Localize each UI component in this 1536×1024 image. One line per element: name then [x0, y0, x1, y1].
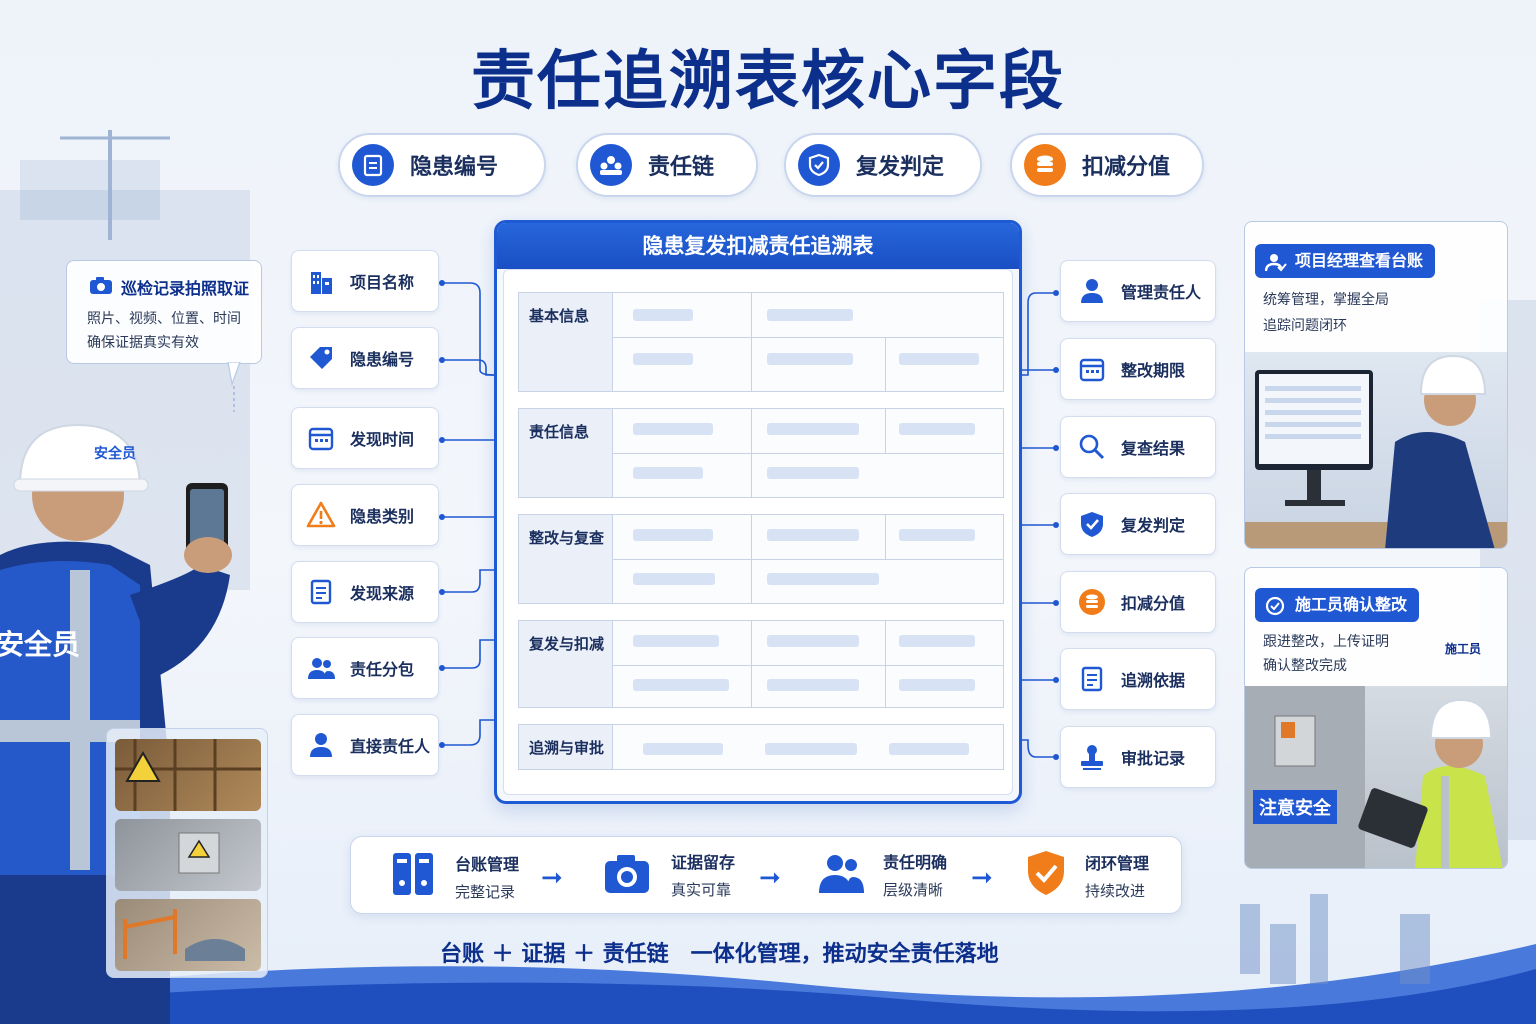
table-body: 基本信息 责任信息 整改与复查: [503, 269, 1013, 795]
evidence-photo: [115, 819, 261, 891]
pill-deduction-points: 扣减分值: [1010, 133, 1204, 197]
callout-pointer: [227, 362, 241, 412]
arrow-right-icon: ➞: [759, 863, 781, 893]
field-card-direct-responsible: 直接责任人: [291, 714, 439, 776]
workflow-bar: 台账管理完整记录 ➞ 证据留存真实可靠 ➞ 责任明确层级清晰 ➞ 闭环管理持续改…: [350, 836, 1182, 914]
evidence-photo: [115, 899, 261, 971]
check-circle-icon: [1265, 596, 1285, 620]
warning-icon: [304, 498, 338, 532]
field-card-traceability-basis: 追溯依据: [1060, 648, 1216, 710]
stamp-icon: [1075, 740, 1109, 774]
table-section-traceability-approval: 追溯与审批: [518, 724, 1004, 770]
field-card-deduction-points: 扣减分值: [1060, 571, 1216, 633]
inspection-callout: 巡检记录拍照取证 照片、视频、位置、时间 确保证据真实有效: [66, 260, 262, 364]
document-icon: [304, 575, 338, 609]
field-card-hazard-category: 隐患类别: [291, 484, 439, 546]
person-icon: [1075, 274, 1109, 308]
arrow-right-icon: ➞: [541, 863, 563, 893]
building-icon: [304, 264, 338, 298]
field-card-discovery-source: 发现来源: [291, 561, 439, 623]
pill-responsibility-chain: 责任链: [576, 133, 758, 197]
manager-tag: 项目经理查看台账: [1255, 244, 1436, 278]
constructor-photo: 施工员 注意安全: [1245, 642, 1507, 868]
field-card-project-name: 项目名称: [291, 250, 439, 312]
camera-icon: [89, 275, 113, 299]
table-section-responsibility-info: 责任信息: [518, 408, 1004, 498]
flow-step-evidence: 证据留存真实可靠: [603, 849, 735, 900]
table-section-recurrence-deduction: 复发与扣减: [518, 620, 1004, 708]
field-card-approval-record: 审批记录: [1060, 726, 1216, 788]
person-icon: [304, 728, 338, 762]
pill-hazard-number: 隐患编号: [338, 133, 546, 197]
flow-step-ledger: 台账管理完整记录: [391, 849, 519, 903]
field-card-rectification-deadline: 整改期限: [1060, 338, 1216, 400]
search-icon: [1075, 430, 1109, 464]
field-card-hazard-number: 隐患编号: [291, 327, 439, 389]
field-card-discovery-time: 发现时间: [291, 407, 439, 469]
shield-check-icon: [1075, 507, 1109, 541]
background-building: [20, 160, 160, 220]
user-check-icon: [1264, 252, 1287, 276]
binder-icon: [391, 849, 435, 903]
coin-stack-icon: [1024, 144, 1066, 186]
group-icon: [304, 651, 338, 685]
manager-panel: 项目经理查看台账 统筹管理，掌握全局 追踪问题闭环: [1244, 221, 1508, 549]
field-card-subcontractor: 责任分包: [291, 637, 439, 699]
calendar-icon: [1075, 352, 1109, 386]
team-icon: [590, 144, 632, 186]
table-section-basic-info: 基本信息: [518, 292, 1004, 392]
tag-icon: [304, 341, 338, 375]
document-icon: [1075, 662, 1109, 696]
pill-recurrence-judgment: 复发判定: [784, 133, 982, 197]
page-title: 责任追溯表核心字段: [471, 45, 1065, 119]
slogan: 台账 ＋ 证据 ＋ 责任链 一体化管理，推动安全责任落地: [440, 942, 999, 967]
flow-step-closed-loop: 闭环管理持续改进: [1025, 849, 1149, 901]
field-card-management-responsible: 管理责任人: [1060, 260, 1216, 322]
flow-step-responsibility: 责任明确层级清晰: [817, 849, 947, 900]
field-card-recurrence-judgment: 复发判定: [1060, 493, 1216, 555]
field-card-review-result: 复查结果: [1060, 416, 1216, 478]
calendar-icon: [304, 421, 338, 455]
traceability-table: 隐患复发扣减责任追溯表 基本信息 责任信息 整改与复查: [494, 220, 1022, 804]
manager-photo: [1245, 352, 1507, 548]
crane-icon: [60, 130, 170, 240]
safety-sign: 注意安全: [1253, 790, 1337, 824]
shield-check-icon: [1025, 849, 1067, 901]
coin-stack-icon: [1075, 585, 1109, 619]
team-icon: [817, 851, 865, 899]
shield-check-icon: [798, 144, 840, 186]
camera-icon: [603, 851, 651, 899]
arrow-right-icon: ➞: [971, 863, 993, 893]
constructor-panel: 施工员确认整改 跟进整改，上传证明 确认整改完成 施工员 注意安全: [1244, 567, 1508, 869]
table-header: 隐患复发扣减责任追溯表: [497, 223, 1019, 269]
clipboard-icon: [352, 144, 394, 186]
evidence-photo-strip: [106, 728, 268, 978]
evidence-photo: [115, 739, 261, 811]
background-wave: [0, 884, 1536, 1024]
table-section-rectification-review: 整改与复查: [518, 514, 1004, 604]
